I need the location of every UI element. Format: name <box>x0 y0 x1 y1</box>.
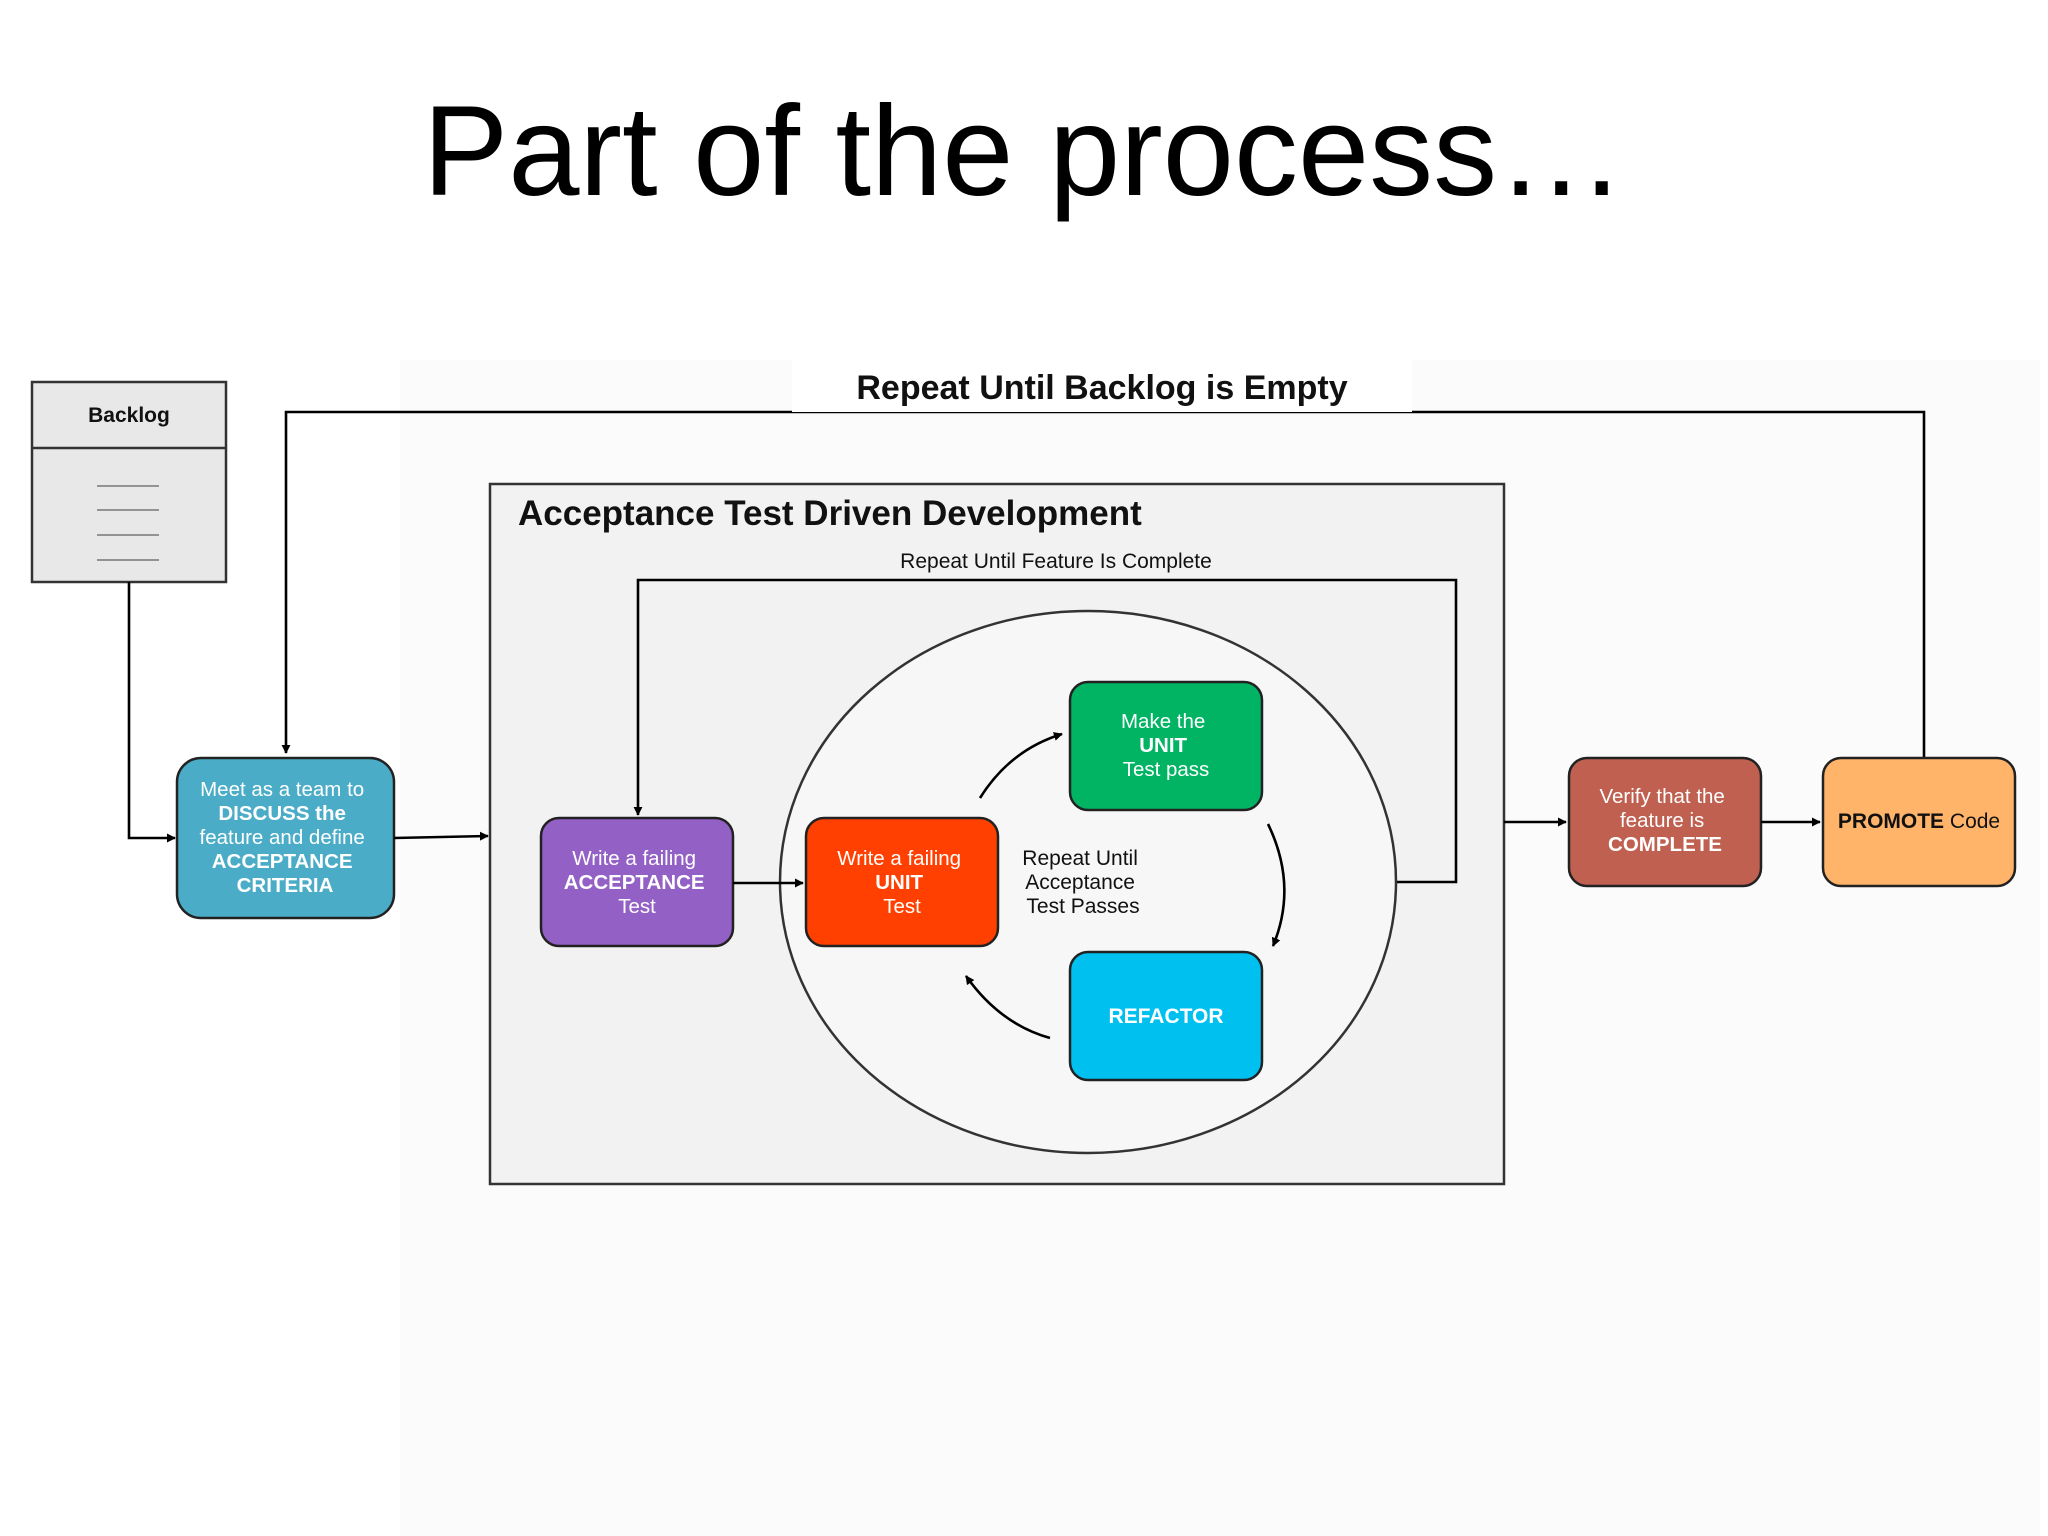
svg-text:Meet as a team to DISCUS: Meet as a team to DISCUSS the feature an… <box>200 778 371 897</box>
discuss-line-1: Meet as a team to <box>200 778 364 801</box>
pass-line-1: Make the <box>1121 710 1205 733</box>
discuss-line-3: feature and define <box>200 826 365 849</box>
unit-line-2: UNIT <box>875 871 923 894</box>
acceptance-line-2: ACCEPTANCE <box>564 871 705 894</box>
svg-text:Repeat Until Acceptance: Repeat Until Acceptance Test Passes <box>1022 847 1143 918</box>
svg-text:Verify that the feature: Verify that the feature is COMPLETE <box>1599 785 1730 856</box>
pass-line-3: Test pass <box>1123 758 1210 781</box>
discuss-box: Meet as a team to DISCUSS the feature an… <box>175 756 396 920</box>
cycle-label-line-1: Repeat Until <box>1022 847 1138 870</box>
backlog-title: Backlog <box>88 404 170 427</box>
promote-box: PROMOTE Code <box>1821 756 2017 888</box>
pass-to-refactor-arrow <box>1266 823 1286 947</box>
unit-line-1: Write a failing <box>837 847 961 870</box>
outer-loop-label: Repeat Until Backlog is Empty <box>856 369 1347 407</box>
unit-test-box: Write a failing UNIT Test <box>804 816 1000 948</box>
verify-box: Verify that the feature is COMPLETE <box>1567 756 1763 888</box>
backlog-box: Backlog <box>30 380 228 584</box>
refactor-box: REFACTOR <box>1068 950 1264 1082</box>
discuss-line-4: ACCEPTANCE <box>212 850 353 873</box>
discuss-to-atdd-arrow <box>393 831 489 841</box>
slide-title: Part of the process… <box>422 80 1626 223</box>
acceptance-test-box: Write a failing ACCEPTANCE Test <box>539 816 735 948</box>
svg-text:Write a failing ACCEPTAN: Write a failing ACCEPTANCE Test <box>564 847 711 918</box>
feature-loop-connector <box>633 578 1458 884</box>
feature-loop-label: Repeat Until Feature Is Complete <box>900 550 1212 573</box>
verify-line-3: COMPLETE <box>1608 833 1722 856</box>
svg-text:Make the UNIT Test: Make the UNIT Test pass <box>1121 710 1211 781</box>
unit-line-3: Test <box>883 895 921 918</box>
cycle-label-line-3: Test Passes <box>1026 895 1139 918</box>
svg-text:Write a failing UNIT: Write a failing UNIT Test <box>837 847 967 918</box>
unit-to-pass-arrow <box>978 732 1063 799</box>
acceptance-line-1: Write a failing <box>572 847 696 870</box>
backlog-list-lines <box>97 485 159 561</box>
promote-bold: PROMOTE <box>1838 810 1944 833</box>
verify-line-1: Verify that the <box>1599 785 1724 808</box>
svg-text:PROMOTE Code: PROMOTE Code <box>1838 810 2000 833</box>
discuss-line-5: CRITERIA <box>237 874 334 897</box>
acceptance-line-3: Test <box>618 895 656 918</box>
pass-line-2: UNIT <box>1139 734 1187 757</box>
cycle-label-line-2: Acceptance <box>1025 871 1135 894</box>
promote-rest: Code <box>1944 810 2000 833</box>
refactor-label: REFACTOR <box>1108 1005 1223 1028</box>
discuss-line-2: DISCUSS the <box>218 802 346 825</box>
backlog-to-discuss-arrow <box>127 582 176 843</box>
make-pass-box: Make the UNIT Test pass <box>1068 680 1264 812</box>
refactor-to-unit-arrow <box>964 975 1051 1040</box>
verify-line-2: feature is <box>1620 809 1704 832</box>
atdd-title: Acceptance Test Driven Development <box>518 494 1142 533</box>
